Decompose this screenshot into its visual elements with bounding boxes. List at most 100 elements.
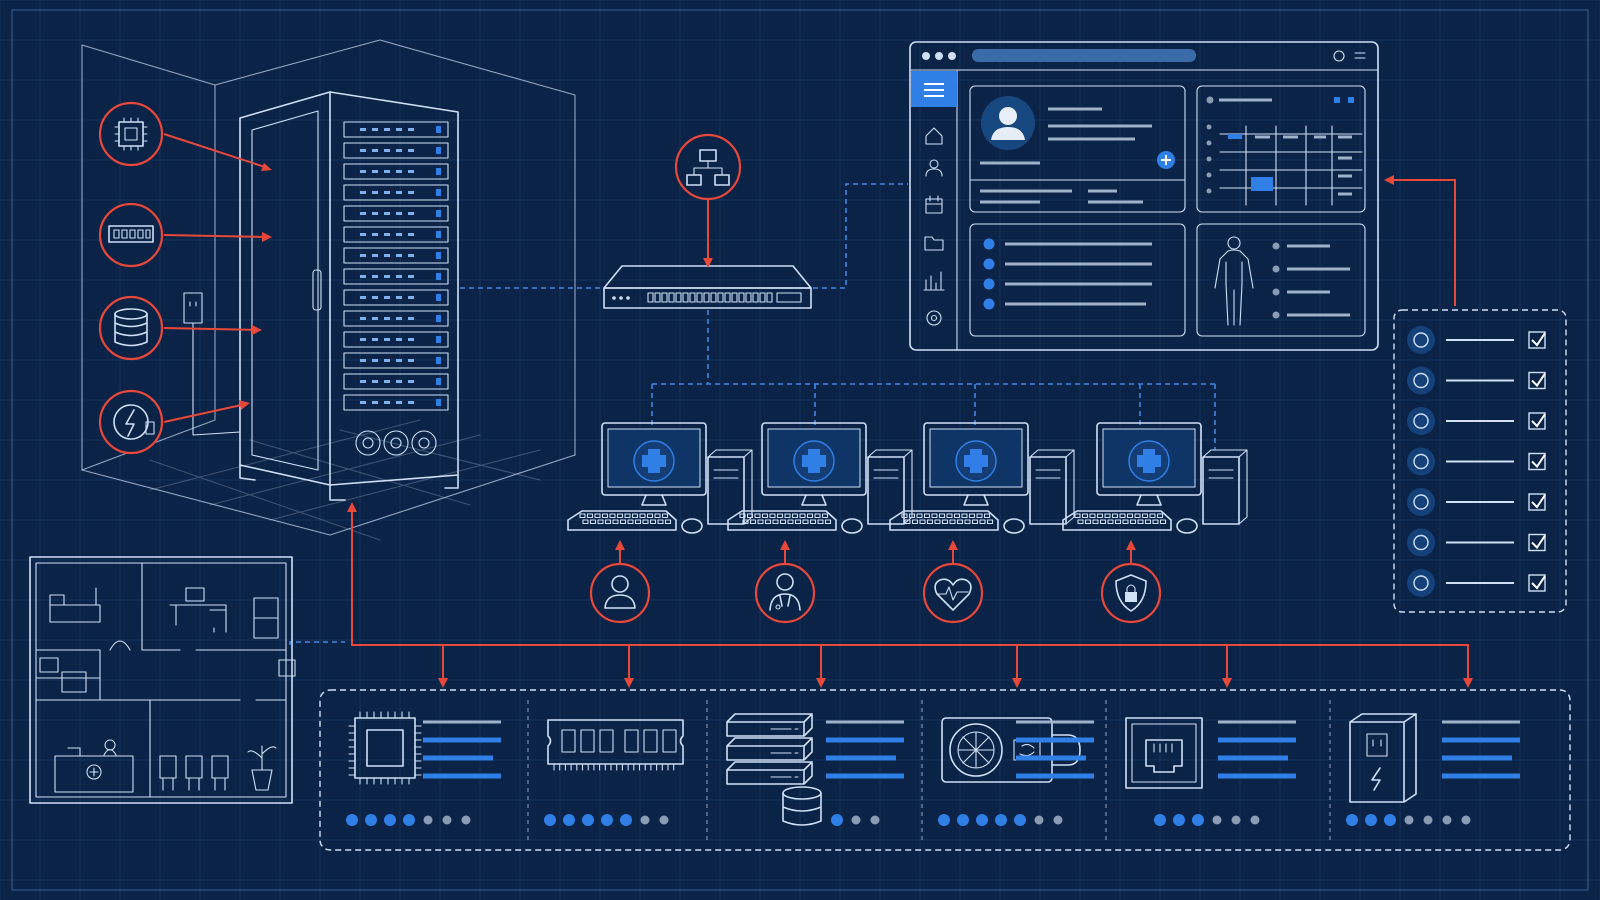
status-dots (1346, 814, 1471, 826)
medical-cross-icon (633, 440, 675, 482)
user-icon[interactable] (925, 159, 943, 177)
checklist-item[interactable] (1407, 326, 1546, 354)
checklist-item[interactable] (1407, 569, 1546, 597)
list-item[interactable] (1272, 242, 1331, 250)
cabinet-icon (253, 597, 279, 639)
headset-icon (1407, 569, 1435, 597)
dashboard-window (909, 41, 1379, 351)
checklist-item[interactable] (1407, 488, 1546, 516)
database-icon (98, 295, 164, 361)
network-links (289, 183, 1216, 645)
workstation[interactable] (889, 422, 1075, 534)
rack-unit (343, 352, 449, 369)
checkbox-checked[interactable] (1528, 412, 1546, 430)
spec-lines (1218, 720, 1296, 779)
checkbox-checked[interactable] (1528, 331, 1546, 349)
gear-icon[interactable] (926, 310, 942, 326)
list-item[interactable] (1272, 265, 1351, 273)
menu-icon[interactable] (1354, 52, 1366, 59)
network-switch (603, 265, 812, 309)
rack-unit (343, 268, 449, 285)
rack-unit (343, 289, 449, 306)
checklist-item[interactable] (1407, 407, 1546, 435)
workstation[interactable] (727, 422, 913, 534)
home-icon[interactable] (925, 127, 943, 145)
checkbox-checked[interactable] (1528, 371, 1546, 390)
spec-lines (423, 720, 501, 779)
mouse-icon (1176, 518, 1198, 534)
profile-icon[interactable] (1333, 50, 1345, 62)
rack-unit (343, 331, 449, 348)
database-icon (1407, 366, 1435, 395)
status-dots (938, 814, 1063, 826)
calendar-icon[interactable] (925, 195, 943, 214)
rack-unit (343, 226, 449, 243)
workstation[interactable] (567, 422, 753, 534)
network-topology-icon (674, 133, 742, 201)
list-item[interactable] (983, 278, 1153, 290)
window-dot-icon (935, 52, 943, 60)
ups-icon (1349, 713, 1417, 803)
keyboard-icon (567, 510, 677, 531)
hardware-panel[interactable] (1329, 700, 1520, 840)
anatomy-card[interactable] (1196, 223, 1366, 337)
bed-icon (49, 587, 101, 623)
selected-slot[interactable] (1251, 177, 1273, 191)
mouse-icon (1003, 518, 1025, 534)
ethernet-port-icon (1125, 717, 1203, 789)
reception-desk-icon (54, 739, 134, 793)
hardware-panel[interactable] (346, 711, 501, 826)
medical-cross-icon (955, 440, 997, 482)
hardware-panel-row (319, 689, 1571, 851)
checklist-item[interactable] (1407, 447, 1546, 476)
list-item[interactable] (1272, 288, 1331, 296)
window-dot-icon (922, 52, 930, 60)
user-icon (589, 562, 651, 624)
hardware-panel[interactable] (706, 700, 904, 840)
user-roles (589, 540, 1162, 624)
checkbox-checked[interactable] (1528, 493, 1546, 511)
machine-icon (39, 657, 87, 693)
spec-lines (1016, 720, 1094, 779)
list-item[interactable] (983, 258, 1153, 270)
medical-cross-icon (1128, 440, 1170, 482)
chart-icon[interactable] (923, 271, 945, 291)
status-dots (346, 814, 471, 826)
wall-outlet-icon (183, 292, 241, 436)
checkbox-checked[interactable] (1528, 452, 1546, 471)
hardware-panel[interactable] (527, 700, 684, 840)
status-dots (544, 814, 669, 826)
human-body-icon (1214, 236, 1254, 326)
patient-profile-card[interactable] (969, 85, 1186, 213)
hardware-panel[interactable] (921, 700, 1094, 840)
checklist-item[interactable] (1407, 366, 1546, 395)
records-list-card[interactable] (969, 223, 1186, 337)
hardware-panels (346, 700, 1520, 840)
address-bar[interactable] (972, 49, 1196, 62)
cpu-icon (348, 711, 422, 785)
hardware-panel[interactable] (1105, 700, 1296, 840)
checklist-item[interactable] (1407, 528, 1546, 557)
schedule-card[interactable] (1196, 85, 1366, 213)
rack-unit (343, 205, 449, 222)
shield-icon (1407, 326, 1435, 354)
storage-icon (726, 713, 822, 826)
memory-icon (98, 202, 164, 268)
list-item[interactable] (1272, 311, 1351, 319)
cpu-icon (98, 101, 164, 167)
server-rack (239, 91, 459, 501)
doctor-icon (754, 562, 816, 624)
status-dots (1154, 814, 1260, 826)
list-item[interactable] (983, 238, 1153, 250)
clipboard-icon (1407, 528, 1435, 557)
spec-lines (826, 720, 904, 779)
list-item[interactable] (983, 298, 1147, 310)
checkbox-checked[interactable] (1528, 533, 1546, 552)
rack-unit (343, 373, 449, 390)
folder-icon[interactable] (924, 236, 944, 251)
workstation[interactable] (1062, 422, 1248, 534)
checkbox-checked[interactable] (1528, 574, 1546, 592)
rack-unit (343, 184, 449, 201)
heartbeat-icon (922, 562, 984, 624)
